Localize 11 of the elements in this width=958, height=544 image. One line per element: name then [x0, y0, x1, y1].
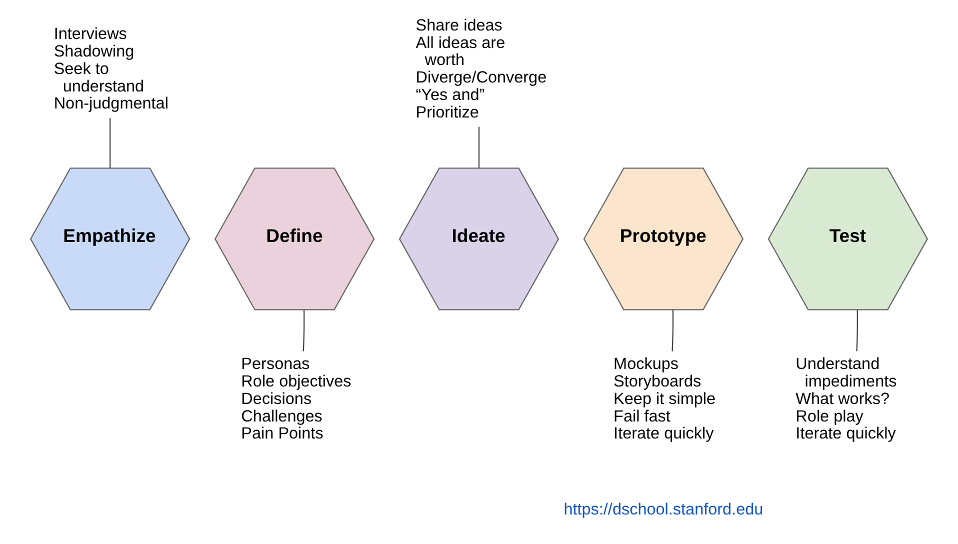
- label: https://dschool.stanford.edu: [564, 500, 764, 519]
- connector: [110, 118, 111, 168]
- connector: [856, 310, 858, 352]
- node-text: Interviews Shadowing Seek to understand Non-judgmental: [54, 25, 168, 113]
- node-text: Mockups Storyboards Keep it simple Fail fast Iterate quickly: [614, 355, 716, 443]
- node-text: Share ideas All ideas are worth Diverge/Converge “Yes and” Prioritize: [416, 16, 547, 122]
- connector: [302, 310, 305, 352]
- connector: [672, 310, 674, 352]
- node-text: Personas Role objectives Decisions Challenges Pain Points: [241, 355, 352, 443]
- connector: [478, 126, 480, 168]
- node-text: Understand impediments What works? Role play Iterate quickly: [796, 355, 897, 443]
